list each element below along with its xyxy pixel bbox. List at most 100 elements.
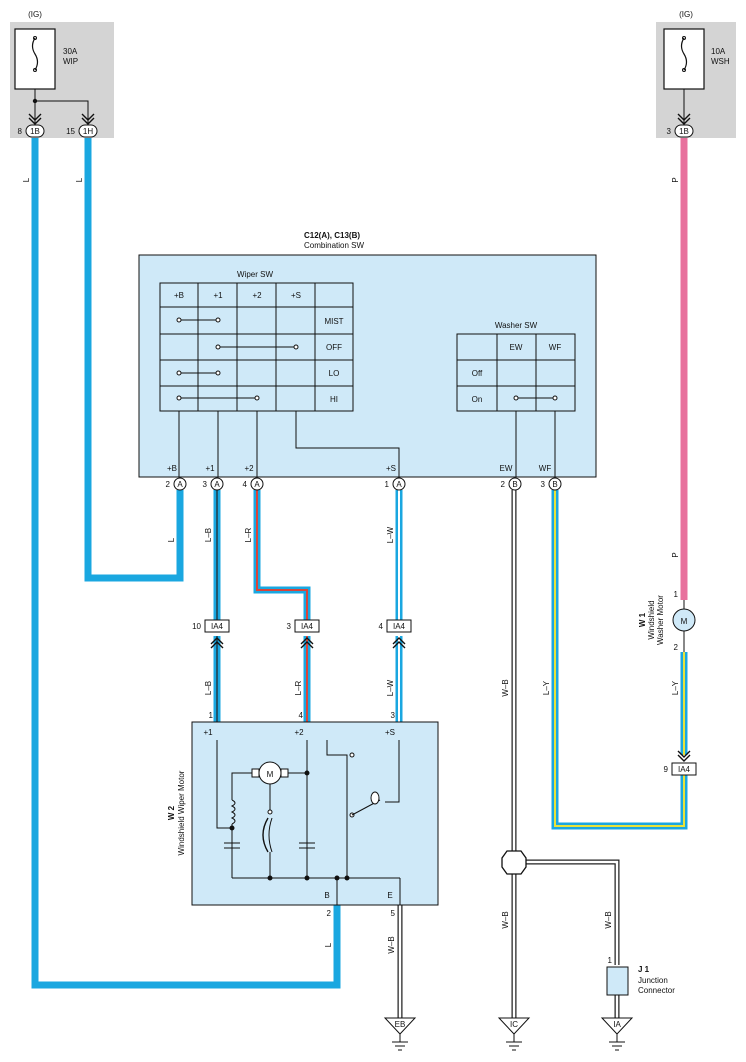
wire-label: L [167,537,176,542]
svg-text:WF: WF [539,464,552,473]
ig-supply-label: (IG) [679,10,693,19]
wiper-row-mist: MIST [324,317,343,326]
ground-eb: EB [383,1017,417,1051]
svg-text:1B: 1B [679,127,689,136]
washer-row-on: On [472,395,483,404]
svg-text:3: 3 [287,622,292,631]
svg-text:IA: IA [613,1020,621,1029]
svg-text:1: 1 [209,711,214,720]
svg-text:+S: +S [386,464,396,473]
wire-l-plus-b [84,138,184,582]
wire-label: P [671,552,680,557]
wire-label: W–B [501,679,510,696]
wire-label: L–R [244,527,253,542]
wiper-motor-name: Windshield Wiper Motor [177,770,186,855]
connector-1h [78,124,98,138]
svg-text:IA4: IA4 [301,622,314,631]
wiper-col-2: +2 [252,291,262,300]
svg-text:9: 9 [664,765,669,774]
fuse-name: WIP [63,57,78,66]
ia4-connector-9: IA4 9 [664,750,697,776]
combination-sw-name: Combination SW [304,241,364,250]
fuse-box-left: (IG) 30A WIP 1B 8 1H 15 [10,10,114,138]
fuse-body [663,28,705,90]
ia4-connector-10: IA4 10 [192,619,230,649]
svg-text:E: E [387,891,392,900]
wiper-sw-title: Wiper SW [237,270,273,279]
ia4-connectors: IA4 10 IA4 3 IA4 4 IA4 9 [192,619,697,776]
svg-text:A: A [254,480,260,489]
windshield-wiper-motor: W 2 Windshield Wiper Motor 1 4 3 +1 +2 +… [167,711,439,918]
wire-label: W–B [387,936,396,953]
fuse-icon [31,37,39,71]
svg-text:3: 3 [541,480,546,489]
wire-label: L–Y [542,680,551,695]
svg-text:3: 3 [391,711,396,720]
svg-text:EW: EW [500,464,513,473]
wire-label: L [75,177,84,182]
ia4-connector-3: IA4 3 [287,619,320,649]
svg-text:Connector: Connector [638,986,675,995]
svg-text:+2: +2 [294,728,304,737]
wiper-col-b: +B [174,291,184,300]
svg-text:M: M [267,770,274,779]
wire-label: L–B [204,528,213,542]
svg-text:1: 1 [674,590,679,599]
svg-text:+1: +1 [205,464,215,473]
svg-text:1: 1 [608,956,613,965]
svg-text:4: 4 [243,480,248,489]
wire-label: L [324,942,333,947]
svg-text:1H: 1H [83,127,93,136]
svg-text:8: 8 [18,127,23,136]
svg-text:A: A [214,480,220,489]
combination-switch: C12(A), C13(B) Combination SW Wiper SW +… [138,231,597,478]
fuse-rating: 30A [63,47,78,56]
ig-supply-label: (IG) [28,10,42,19]
connector-1b [674,124,694,138]
junction-connector: 1 J 1 Junction Connector [606,956,675,996]
wire-label: W–B [604,911,613,928]
svg-text:1: 1 [385,480,390,489]
wiper-row-lo: LO [329,369,340,378]
svg-text:+B: +B [167,464,177,473]
svg-text:B: B [324,891,329,900]
wiper-col-1: +1 [213,291,223,300]
svg-text:15: 15 [66,127,75,136]
svg-text:4: 4 [379,622,384,631]
wire-label: L–W [386,526,395,543]
wiper-col-s: +S [291,291,301,300]
ia4-connector-4: IA4 4 [379,619,412,649]
svg-text:W 1: W 1 [638,612,647,627]
windshield-washer-motor: M 1 2 W 1 Windshield Washer Motor [638,590,696,652]
svg-text:2: 2 [166,480,171,489]
combination-sw-ref: C12(A), C13(B) [304,231,360,240]
svg-text:B: B [552,480,557,489]
svg-text:B: B [512,480,517,489]
svg-text:IC: IC [510,1020,518,1029]
wire-label: L–W [386,679,395,696]
svg-text:A: A [177,480,183,489]
svg-text:4: 4 [299,711,304,720]
wire-label: L–R [294,680,303,695]
fuse-rating: 10A [711,47,726,56]
wiper-motor-ref: W 2 [167,805,176,820]
svg-text:+2: +2 [244,464,254,473]
svg-text:IA4: IA4 [211,622,224,631]
ground-ia: IA [600,1017,634,1051]
svg-text:2: 2 [327,909,332,918]
svg-text:+1: +1 [203,728,213,737]
svg-text:+S: +S [385,728,395,737]
washer-col-ew: EW [510,343,523,352]
washer-sw-title: Washer SW [495,321,538,330]
wiper-row-off: OFF [326,343,342,352]
coil-icon [230,799,236,825]
svg-text:2: 2 [501,480,506,489]
wire-l-y [551,490,688,830]
svg-text:3: 3 [203,480,208,489]
wire-l-battery [31,138,341,989]
splice-point [501,850,527,875]
svg-text:M: M [681,617,688,626]
wire-label: L–Y [671,680,680,695]
svg-text:10: 10 [192,622,201,631]
